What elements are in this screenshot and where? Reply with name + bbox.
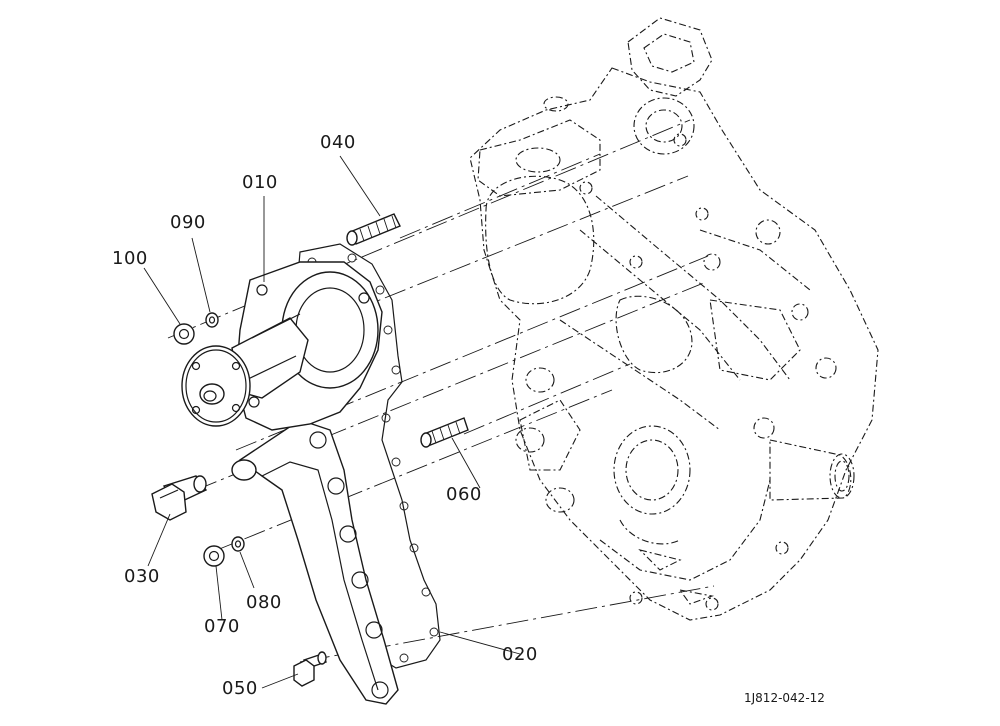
nut-070: [203, 545, 225, 567]
label-070: 070: [204, 616, 240, 637]
gasket-holes: [307, 253, 439, 663]
water-pump: [181, 261, 399, 705]
hex-bolt-030: [151, 475, 208, 521]
label-010: 010: [242, 172, 278, 193]
label-050: 050: [222, 678, 258, 699]
label-020: 020: [502, 644, 538, 665]
label-040: 040: [320, 132, 356, 153]
hex-bolt-050: [293, 651, 327, 687]
stud-bolt-lower: [420, 417, 469, 448]
gear-case: [469, 17, 879, 621]
label-060: 060: [446, 484, 482, 505]
stud-bolt-upper: [346, 213, 401, 246]
leader-lines: [143, 155, 521, 689]
nut-100: [173, 323, 195, 345]
label-080: 080: [246, 592, 282, 613]
diagram-reference-code: 1J812-042-12: [744, 691, 825, 705]
label-100: 100: [112, 248, 148, 269]
label-030: 030: [124, 566, 160, 587]
spring-washer-080: [231, 536, 245, 552]
spring-washer-090: [205, 312, 219, 328]
label-090: 090: [170, 212, 206, 233]
